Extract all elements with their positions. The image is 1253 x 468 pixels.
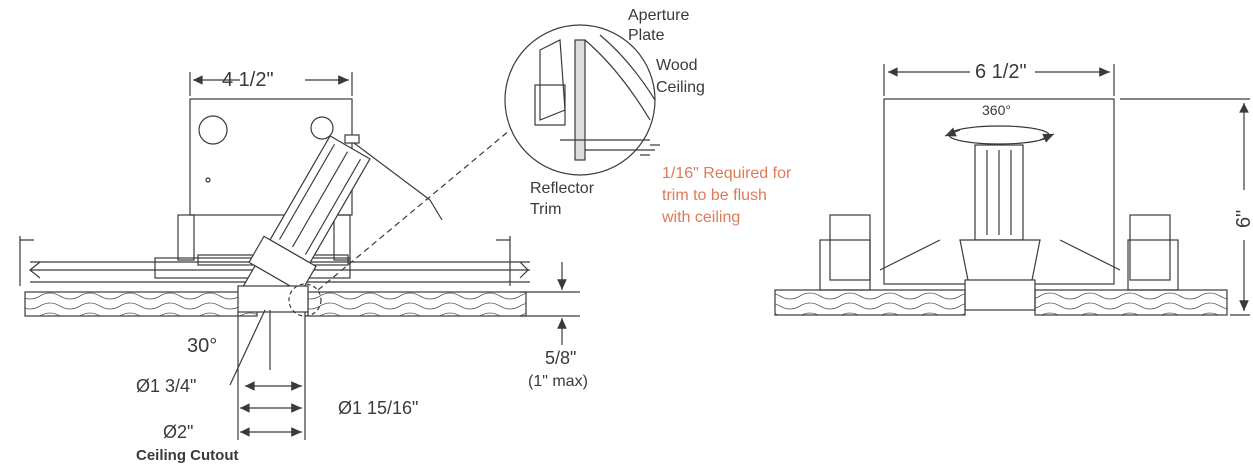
ceiling-thickness: 5/8" bbox=[545, 348, 576, 368]
width-dim-left: 4 1/2" bbox=[222, 69, 274, 91]
aperture-plate-label-line2: Plate bbox=[628, 27, 665, 44]
ceiling-left-right-view bbox=[774, 289, 966, 316]
knockout-hole bbox=[310, 116, 334, 140]
flush-note-line3: with ceiling bbox=[661, 209, 740, 226]
flush-note-line2: trim to be flush bbox=[662, 187, 767, 204]
aperture-plate-label-line1: Aperture bbox=[628, 7, 689, 24]
mid-diameter: Ø1 15/16" bbox=[338, 398, 418, 418]
right-view bbox=[774, 64, 1250, 316]
ceiling-cutout-label: Ceiling Cutout bbox=[136, 447, 238, 464]
ceiling-right bbox=[307, 291, 527, 317]
width-dim-right: 6 1/2" bbox=[975, 61, 1027, 83]
cutout-diameter: Ø2" bbox=[163, 422, 193, 442]
knockout-hole bbox=[198, 115, 228, 145]
ceiling-right-right-view bbox=[1034, 289, 1228, 316]
rotation-label: 360° bbox=[982, 102, 1011, 118]
wood-ceiling-label-line2: Ceiling bbox=[656, 79, 705, 96]
tilt-angle: 30° bbox=[187, 335, 217, 357]
height-dim-right: 6" bbox=[1233, 210, 1253, 228]
inner-diameter: Ø1 3/4" bbox=[136, 376, 196, 396]
ceiling-left bbox=[24, 291, 258, 317]
reflector-trim-label-line2: Trim bbox=[530, 201, 561, 218]
reflector-trim-label-line1: Reflector bbox=[530, 180, 595, 197]
left-view bbox=[19, 72, 580, 440]
flush-note-line1: 1/16" Required for bbox=[662, 165, 792, 182]
wood-ceiling-label-line1: Wood bbox=[656, 57, 698, 74]
ceiling-max: (1" max) bbox=[528, 373, 588, 390]
detail-view bbox=[504, 24, 660, 176]
